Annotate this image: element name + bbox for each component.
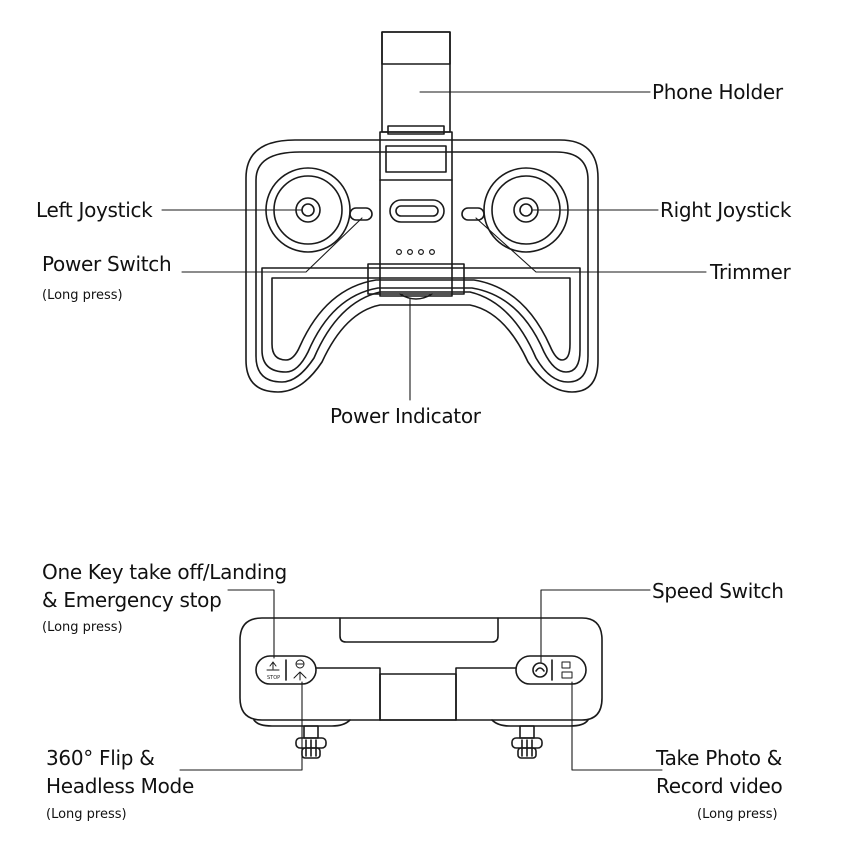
top-leader-lines <box>161 91 707 401</box>
trimmer-label: Trimmer <box>710 260 791 284</box>
flip-icon <box>295 659 305 669</box>
phone-holder-graphic <box>367 31 465 300</box>
takeoff-note: (Long press) <box>42 620 123 635</box>
left-stick-stem <box>295 725 327 759</box>
speed-icon <box>532 662 548 678</box>
flip-label-line1: 360° Flip & <box>46 746 155 770</box>
camera-icon <box>561 661 571 669</box>
power-switch-button <box>349 207 373 221</box>
right-button-cluster <box>515 655 587 685</box>
takeoff-landing-icon <box>266 661 280 671</box>
controller-body-front <box>239 617 603 727</box>
front-leader-lines <box>179 589 663 771</box>
left-button-cluster <box>255 655 317 685</box>
trimmer-button <box>461 207 485 221</box>
photo-note: (Long press) <box>697 807 778 822</box>
controller-body-top <box>245 139 599 393</box>
flip-label-line2: Headless Mode <box>46 774 194 798</box>
flip-note: (Long press) <box>46 807 127 822</box>
left-joystick-label: Left Joystick <box>36 198 153 222</box>
power-switch-note: (Long press) <box>42 288 123 303</box>
right-joystick-label: Right Joystick <box>660 198 792 222</box>
stop-icon-label: STOP <box>267 675 280 681</box>
takeoff-label-line2: & Emergency stop <box>42 588 222 612</box>
photo-label-line2: Record video <box>656 774 783 798</box>
power-indicator-label: Power Indicator <box>330 404 481 428</box>
video-icon <box>561 671 573 679</box>
photo-label-line1: Take Photo & <box>656 746 783 770</box>
headless-icon <box>293 671 307 681</box>
speed-switch-label: Speed Switch <box>652 579 784 603</box>
power-switch-label: Power Switch <box>42 252 172 276</box>
takeoff-label-line1: One Key take off/Landing <box>42 560 287 584</box>
right-stick-stem <box>511 725 543 759</box>
power-indicator-leds <box>396 249 436 256</box>
phone-holder-label: Phone Holder <box>652 80 783 104</box>
